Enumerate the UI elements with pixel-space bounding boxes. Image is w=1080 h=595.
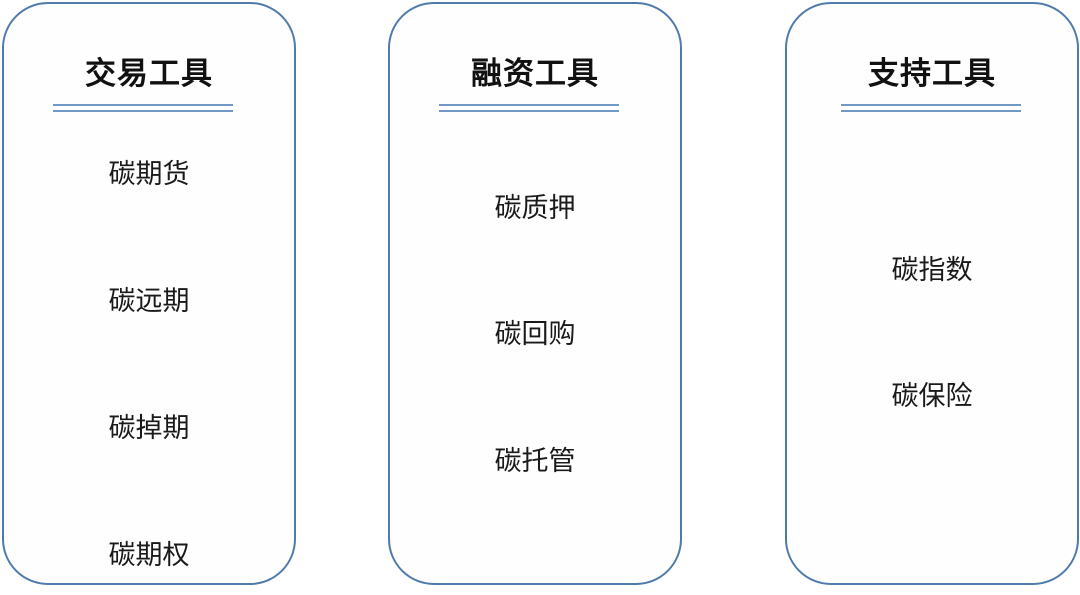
card-title: 交易工具	[85, 56, 213, 92]
list-item: 碳质押	[494, 193, 576, 224]
list-item: 碳保险	[891, 381, 973, 412]
card-title: 融资工具	[471, 56, 599, 92]
title-divider	[439, 104, 619, 112]
support-tools-card: 支持工具 碳指数 碳保险	[785, 2, 1079, 585]
financing-tools-card: 融资工具 碳质押 碳回购 碳托管	[388, 2, 682, 585]
list-item: 碳指数	[891, 255, 973, 286]
list-item: 碳期权	[108, 540, 190, 571]
list-item: 碳回购	[494, 319, 576, 350]
title-divider	[841, 104, 1021, 112]
title-divider	[53, 104, 233, 112]
card-title: 支持工具	[868, 56, 996, 92]
trading-tools-card: 交易工具 碳期货 碳远期 碳掉期 碳期权	[2, 2, 296, 585]
list-item: 碳远期	[108, 286, 190, 317]
list-item: 碳掉期	[108, 413, 190, 444]
list-item: 碳托管	[494, 446, 576, 477]
list-item: 碳期货	[108, 159, 190, 190]
